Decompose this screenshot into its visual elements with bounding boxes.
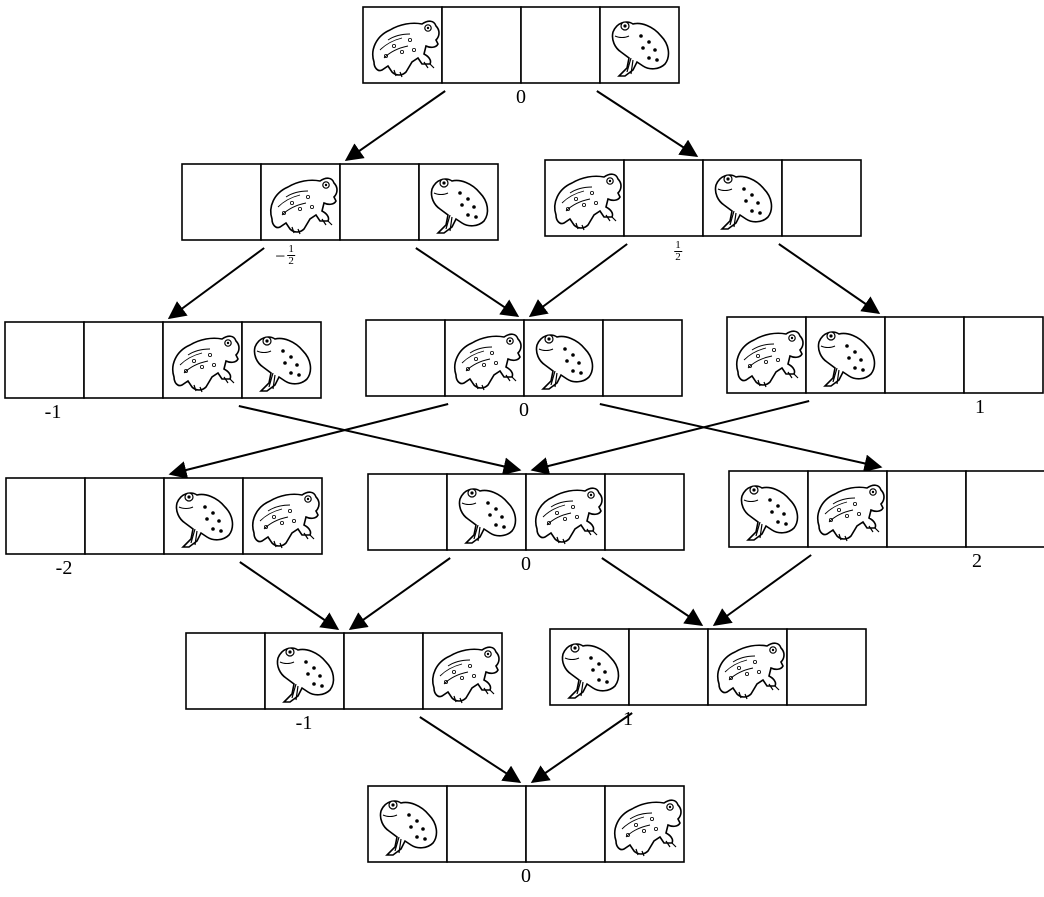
state-s2b xyxy=(365,319,683,397)
arrow-s3b-to-s4a xyxy=(348,557,451,631)
state-value-label: 0 xyxy=(521,553,531,575)
state-s1b xyxy=(544,159,862,237)
cell xyxy=(520,6,601,84)
cell xyxy=(185,632,266,710)
cell xyxy=(339,163,420,241)
state-s3b xyxy=(367,473,685,551)
cell xyxy=(83,321,164,399)
state-value-label: 0 xyxy=(521,865,531,887)
state-s4b xyxy=(549,628,867,706)
state-s2c xyxy=(726,316,1044,394)
cell xyxy=(525,785,606,863)
arrow-s2b-to-s3c xyxy=(599,403,883,473)
state-value-label: -1 xyxy=(44,401,62,423)
state-s4a xyxy=(185,632,503,710)
state-s2a xyxy=(4,321,322,399)
arrow-s0-to-s1a xyxy=(344,90,446,162)
arrow-s1b-to-s2c xyxy=(778,243,881,315)
arrow-s4b-to-s5 xyxy=(530,712,633,784)
cell xyxy=(884,316,965,394)
state-value-label: 0 xyxy=(516,86,526,108)
state-value-label: -1 xyxy=(295,712,313,734)
cell xyxy=(4,321,85,399)
cell xyxy=(367,473,448,551)
arrow-s1a-to-s2a xyxy=(167,247,265,320)
cell xyxy=(781,159,862,237)
state-value-label: -2 xyxy=(55,557,73,579)
cell xyxy=(365,319,446,397)
state-s3a xyxy=(5,477,323,555)
cell xyxy=(5,477,86,555)
arrow-s1a-to-s2b xyxy=(415,247,520,317)
arrow-s0-to-s1b xyxy=(596,90,699,157)
cell xyxy=(963,316,1044,394)
cell xyxy=(181,163,262,241)
arrow-s1b-to-s2b xyxy=(528,243,628,318)
cell xyxy=(84,477,165,555)
cell xyxy=(446,785,527,863)
cell xyxy=(602,319,683,397)
arrow-s4a-to-s5 xyxy=(419,716,522,783)
arrow-s2b-to-s3a xyxy=(168,403,449,479)
arrow-s3a-to-s4a xyxy=(239,561,340,631)
cell xyxy=(965,470,1044,548)
state-s0 xyxy=(362,6,680,84)
state-s3c xyxy=(728,470,1044,548)
arrows-layer xyxy=(167,90,883,784)
cell xyxy=(623,159,704,237)
state-value-label: 0 xyxy=(519,399,529,421)
arrow-s2c-to-s3b xyxy=(530,400,810,475)
state-value-label: 1 xyxy=(975,396,985,418)
arrow-s3c-to-s4b xyxy=(712,554,812,627)
state-s1a xyxy=(181,163,499,241)
cell xyxy=(628,628,709,706)
cell xyxy=(604,473,685,551)
cell xyxy=(786,628,867,706)
state-value-label: 1 xyxy=(623,708,633,730)
states-layer xyxy=(4,6,1044,863)
cell xyxy=(441,6,522,84)
cell xyxy=(343,632,424,710)
state-value-label: 2 xyxy=(972,550,982,572)
cell xyxy=(886,470,967,548)
arrow-s2a-to-s3b xyxy=(238,405,522,476)
state-s5 xyxy=(367,785,685,863)
arrow-s3b-to-s4b xyxy=(601,557,704,627)
